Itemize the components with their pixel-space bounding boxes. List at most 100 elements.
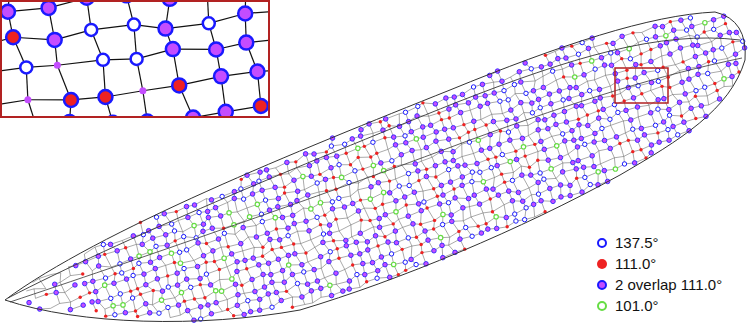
vein [492, 113, 503, 115]
angle-ring [148, 250, 152, 254]
overlap-dot [248, 309, 253, 314]
overlap-dot [256, 263, 261, 268]
angle-ring [113, 313, 117, 317]
overlap-dot [90, 300, 95, 305]
overlap-dot [123, 310, 128, 315]
overlap-dot [96, 264, 101, 269]
overlap-dot [201, 222, 206, 227]
angle-ring [177, 250, 181, 254]
angle-dot [205, 242, 208, 245]
vein [385, 138, 388, 150]
angle-ring [103, 283, 107, 287]
overlap-dot [93, 289, 98, 294]
angle-dot [81, 272, 84, 275]
vein [502, 172, 514, 174]
angle-dot [292, 242, 295, 245]
angle-ring [260, 219, 264, 223]
vein [280, 174, 284, 187]
overlap-dot [242, 312, 247, 317]
vein [200, 285, 205, 298]
angle-ring [246, 298, 250, 302]
overlap-dot [175, 271, 180, 276]
angle-ring [214, 289, 218, 293]
vein [60, 302, 71, 303]
overlap-dot [150, 236, 155, 241]
vein [237, 208, 247, 212]
overlap-dot [277, 237, 282, 242]
vein [461, 144, 462, 156]
vein [475, 125, 486, 129]
overlap-dot [269, 272, 274, 277]
angle-dot [134, 309, 137, 312]
vein [336, 218, 347, 219]
vein [528, 125, 529, 135]
vein [594, 43, 607, 47]
vein [513, 166, 521, 172]
overlap-dot [205, 209, 210, 214]
overlap-dot [213, 205, 218, 210]
angle-dot [199, 283, 202, 286]
vein-mesh [26, 14, 747, 323]
angle-dot [175, 210, 178, 213]
overlap-dot [300, 262, 305, 267]
overlap-dot [276, 257, 281, 262]
overlap-dot [300, 295, 305, 300]
angle-ring [241, 197, 245, 201]
overlap-dot [261, 272, 266, 277]
angle-ring [227, 211, 231, 215]
vein [60, 276, 70, 283]
angle-dot [240, 178, 243, 181]
vein [350, 225, 352, 237]
angle-ring [295, 281, 299, 285]
vein [305, 303, 313, 305]
overlap-dot [160, 289, 165, 294]
overlap-dot [235, 269, 240, 274]
angle-dot [173, 239, 176, 242]
overlap-dot [260, 188, 265, 193]
overlap-dot [175, 283, 180, 288]
overlap-dot [279, 298, 284, 303]
overlap-dot [250, 277, 255, 282]
angle-dot [45, 293, 48, 296]
angle-dot [166, 274, 169, 277]
angle-dot [103, 253, 106, 256]
angle-ring [220, 194, 224, 198]
vein [334, 178, 336, 190]
overlap-dot [206, 303, 211, 308]
angle-ring [101, 242, 105, 246]
vein [427, 208, 434, 220]
angle-dot [204, 260, 207, 263]
overlap-dot [286, 253, 291, 258]
vein [358, 157, 371, 158]
vein [301, 240, 311, 244]
overlap-dot [184, 277, 189, 282]
vein [599, 151, 601, 164]
vein [525, 152, 538, 157]
overlap-dot [108, 242, 113, 247]
angle-dot [218, 268, 221, 271]
overlap-dot [273, 185, 278, 190]
angle-dot [104, 314, 107, 317]
overlap-dot [290, 272, 295, 277]
angle-dot [88, 291, 91, 294]
angle-ring [181, 234, 185, 238]
overlap-dot [266, 292, 271, 297]
overlap-dot [266, 261, 271, 266]
overlap-dot [124, 277, 129, 282]
overlap-dot [209, 311, 214, 316]
overlap-dot [251, 256, 256, 261]
angle-dot [95, 309, 98, 312]
angle-ring [263, 198, 267, 202]
angle-dot [78, 296, 81, 299]
overlap-dot [214, 300, 219, 305]
vein [471, 217, 478, 226]
overlap-dot [236, 292, 241, 297]
overlap-dot [192, 203, 197, 208]
vein [707, 96, 709, 105]
vein [471, 213, 483, 217]
vein [492, 205, 504, 212]
angle-ring [109, 296, 113, 300]
overlap-dot [115, 248, 120, 253]
vein [140, 290, 153, 294]
angle-ring [118, 292, 122, 296]
